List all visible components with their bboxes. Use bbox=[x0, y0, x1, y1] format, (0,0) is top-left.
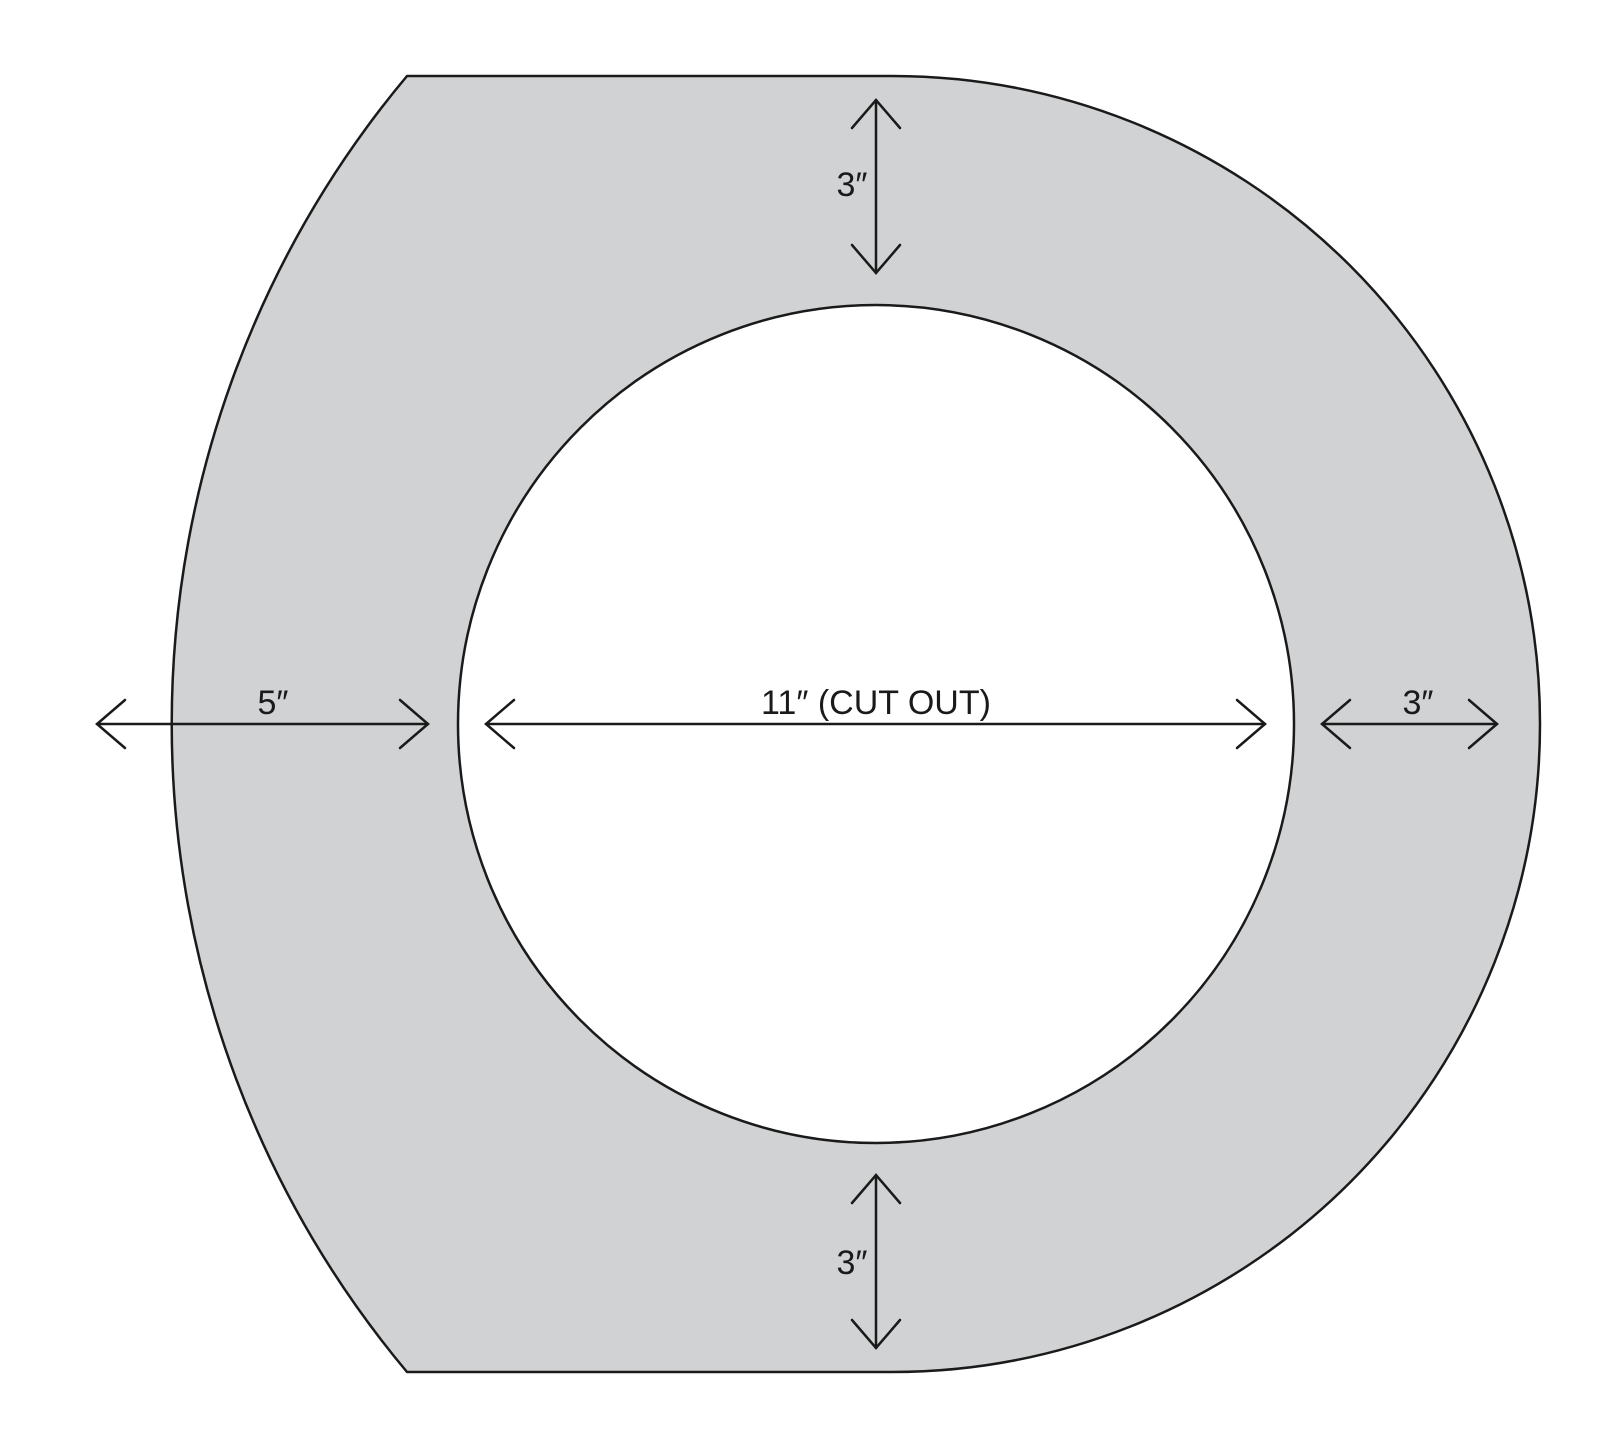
right-dimension-arrow-left bbox=[1320, 698, 1352, 750]
cutout-dimension-arrow-right bbox=[1235, 698, 1267, 750]
right-dimension-label: 3″ bbox=[1403, 684, 1434, 722]
cutout-dimension-arrow-left bbox=[484, 698, 516, 750]
bottom-dimension-arrow-down bbox=[850, 1318, 902, 1350]
left-dimension: 5″ bbox=[95, 684, 430, 750]
right-dimension-arrow-right bbox=[1467, 698, 1499, 750]
cutout-dimension-label: 11″ (CUT OUT) bbox=[761, 684, 991, 722]
bottom-dimension-label: 3″ bbox=[837, 1244, 868, 1282]
top-dimension-label: 3″ bbox=[837, 166, 868, 204]
top-dimension-arrow-up bbox=[850, 98, 902, 130]
top-dimension-arrow-down bbox=[850, 243, 902, 275]
top-dimension: 3″ bbox=[837, 98, 902, 275]
left-dimension-label: 5″ bbox=[258, 684, 289, 722]
left-dimension-arrow-right bbox=[398, 698, 430, 750]
right-dimension: 3″ bbox=[1320, 684, 1499, 750]
left-dimension-arrow-left bbox=[95, 698, 127, 750]
cutout-dimension: 11″ (CUT OUT) bbox=[484, 684, 1267, 750]
bottom-dimension: 3″ bbox=[837, 1173, 902, 1350]
bottom-dimension-arrow-up bbox=[850, 1173, 902, 1205]
